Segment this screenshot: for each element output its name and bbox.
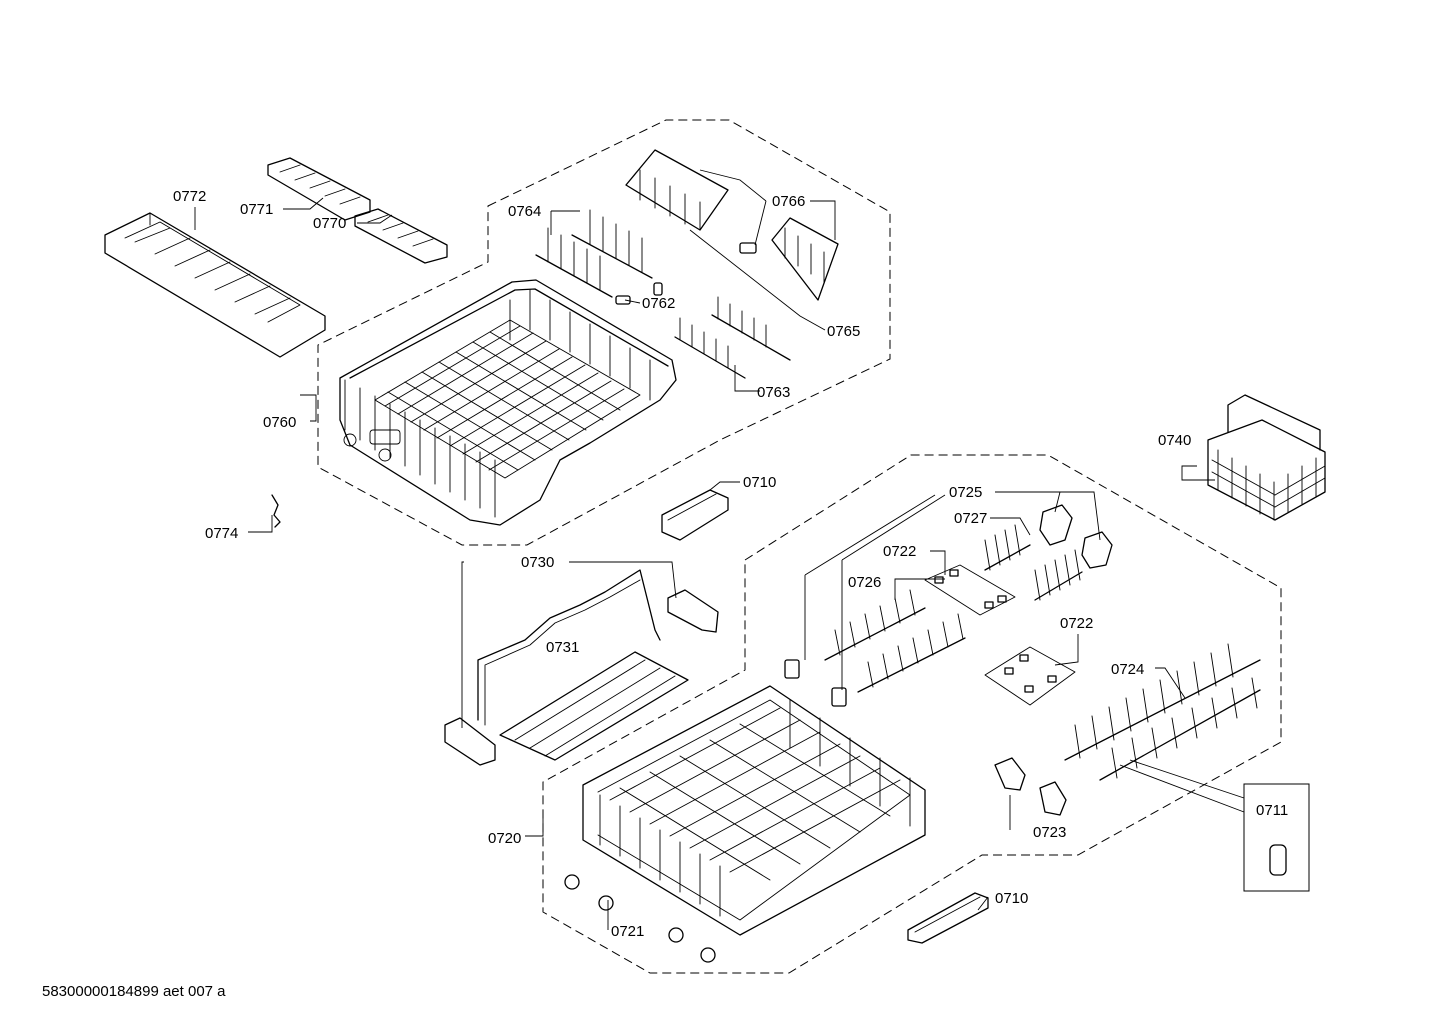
label-0766: 0766 bbox=[772, 193, 805, 210]
bracket-0723 bbox=[994, 757, 1067, 816]
label-0763: 0763 bbox=[757, 384, 790, 401]
label-0726: 0726 bbox=[848, 574, 881, 591]
clip-0762 bbox=[615, 282, 663, 305]
tine-rack-0727 bbox=[984, 524, 1083, 601]
label-0770: 0770 bbox=[313, 215, 346, 232]
upper-basket-0760 bbox=[339, 279, 677, 526]
part-0711-inset bbox=[1243, 783, 1310, 892]
label-0711: 0711 bbox=[1256, 802, 1288, 819]
label-0740: 0740 bbox=[1158, 432, 1191, 449]
tine-rack-0763 bbox=[674, 296, 791, 379]
tine-rack-0766 bbox=[625, 149, 839, 301]
clips-0722-b bbox=[984, 646, 1076, 706]
label-0722-b: 0722 bbox=[1060, 615, 1093, 632]
label-0771: 0771 bbox=[240, 201, 273, 218]
tine-rack-0726 bbox=[784, 589, 966, 707]
wheels-0721 bbox=[564, 874, 716, 963]
tine-rack-0724 bbox=[1064, 643, 1261, 781]
tine-rack-0764 bbox=[535, 209, 653, 298]
part-labels: 0772 0771 0770 0764 0766 0762 0765 0763 … bbox=[173, 188, 1288, 940]
label-0772: 0772 bbox=[173, 188, 206, 205]
drawing-code: 58300000184899 aet 007 a bbox=[42, 983, 226, 1000]
rack-0731 bbox=[499, 651, 689, 761]
hook-0774 bbox=[271, 494, 281, 528]
holder-0710-top bbox=[661, 489, 729, 541]
leader-lines bbox=[194, 169, 1245, 930]
upper-basket-group-outline bbox=[317, 119, 891, 546]
cup-rack-0770 bbox=[354, 208, 448, 264]
holder-0710-bottom bbox=[907, 892, 989, 944]
label-0722-a: 0722 bbox=[883, 543, 916, 560]
cutlery-drawer-0772 bbox=[104, 212, 326, 358]
label-0760: 0760 bbox=[263, 414, 296, 431]
label-0764: 0764 bbox=[508, 203, 541, 220]
label-0710-bottom: 0710 bbox=[995, 890, 1028, 907]
label-0727: 0727 bbox=[954, 510, 987, 527]
label-0723: 0723 bbox=[1033, 824, 1066, 841]
lower-basket-0720 bbox=[582, 685, 926, 936]
label-0731: 0731 bbox=[546, 639, 579, 656]
clips-0722-a bbox=[924, 564, 1016, 616]
label-0774: 0774 bbox=[205, 525, 238, 542]
rail-0730 bbox=[444, 569, 719, 766]
bracket-0725 bbox=[1039, 504, 1113, 569]
lower-basket-group-outline bbox=[542, 454, 1282, 974]
label-0765: 0765 bbox=[827, 323, 860, 340]
label-0724: 0724 bbox=[1111, 661, 1144, 678]
label-0725: 0725 bbox=[949, 484, 982, 501]
cutlery-basket-0740 bbox=[1207, 394, 1326, 521]
label-0721: 0721 bbox=[611, 923, 644, 940]
label-0720: 0720 bbox=[488, 830, 521, 847]
label-0730: 0730 bbox=[521, 554, 554, 571]
label-0710-top: 0710 bbox=[743, 474, 776, 491]
label-0762: 0762 bbox=[642, 295, 675, 312]
cup-rack-0771 bbox=[267, 157, 371, 221]
